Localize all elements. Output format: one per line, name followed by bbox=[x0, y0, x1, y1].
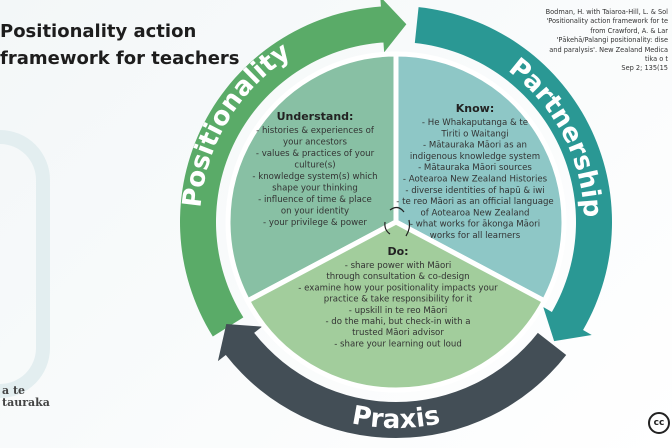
do-line: through consultation & co-design bbox=[326, 272, 469, 282]
know-line: of Aotearoa New Zealand bbox=[421, 208, 530, 218]
know-sector bbox=[393, 51, 567, 305]
know-line: - Mātauraka Māori sources bbox=[418, 163, 532, 173]
know-line: Tiriti o Waitangi bbox=[440, 129, 508, 139]
do-line: - examine how your positionality impacts… bbox=[298, 283, 498, 293]
know-line: - diverse identities of hapū & iwi bbox=[405, 186, 544, 196]
know-line: indigenous knowledge system bbox=[410, 152, 540, 162]
understand-line: - histories & experiences of bbox=[256, 126, 375, 136]
understand-line: - your privilege & power bbox=[263, 218, 367, 228]
do-heading: Do: bbox=[387, 245, 408, 258]
creative-commons-icon: cc bbox=[648, 412, 670, 434]
understand-line: on your identity bbox=[281, 207, 349, 217]
do-line: - share power with Māori bbox=[345, 261, 452, 271]
understand-text: Understand: - histories & experiences of y… bbox=[252, 110, 377, 228]
partnership-arc bbox=[414, 7, 612, 342]
do-line: - share your learning out loud bbox=[334, 339, 462, 349]
know-heading: Know: bbox=[456, 102, 494, 115]
know-line: - te reo Māori as an official language bbox=[396, 197, 553, 207]
know-line: - Mātauraka Māori as an bbox=[423, 141, 527, 151]
do-line: - do the mahi, but check-in with a bbox=[325, 317, 470, 327]
understand-line: - values & practices of your bbox=[256, 149, 375, 159]
know-line: - Aotearoa New Zealand Histories bbox=[403, 175, 548, 185]
positionality-arc bbox=[180, 0, 407, 337]
do-line: trusted Māori advisor bbox=[352, 328, 444, 338]
know-line: - He Whakaputanga & te bbox=[422, 118, 528, 128]
understand-line: your ancestors bbox=[283, 138, 347, 148]
do-sector bbox=[244, 219, 548, 393]
know-line: - what works for ākonga Māori bbox=[410, 220, 540, 230]
cycle-arrows-icon bbox=[384, 206, 411, 237]
do-line: - upskill in te reo Māori bbox=[349, 306, 448, 316]
understand-heading: Understand: bbox=[277, 110, 354, 123]
understand-line: culture(s) bbox=[294, 161, 335, 171]
do-line: practice & take responsibility for it bbox=[324, 295, 473, 305]
praxis-arc bbox=[217, 323, 567, 438]
understand-line: - influence of time & place bbox=[258, 195, 372, 205]
understand-line: shape your thinking bbox=[272, 184, 358, 194]
understand-line: - knowledge system(s) which bbox=[252, 172, 377, 182]
praxis-label: Praxis bbox=[350, 401, 442, 436]
citation: Bodman, H. with Taiaroa-Hill, L. & Sol'P… bbox=[545, 8, 668, 73]
know-line: works for all learners bbox=[430, 231, 521, 241]
understand-sector bbox=[225, 51, 399, 305]
